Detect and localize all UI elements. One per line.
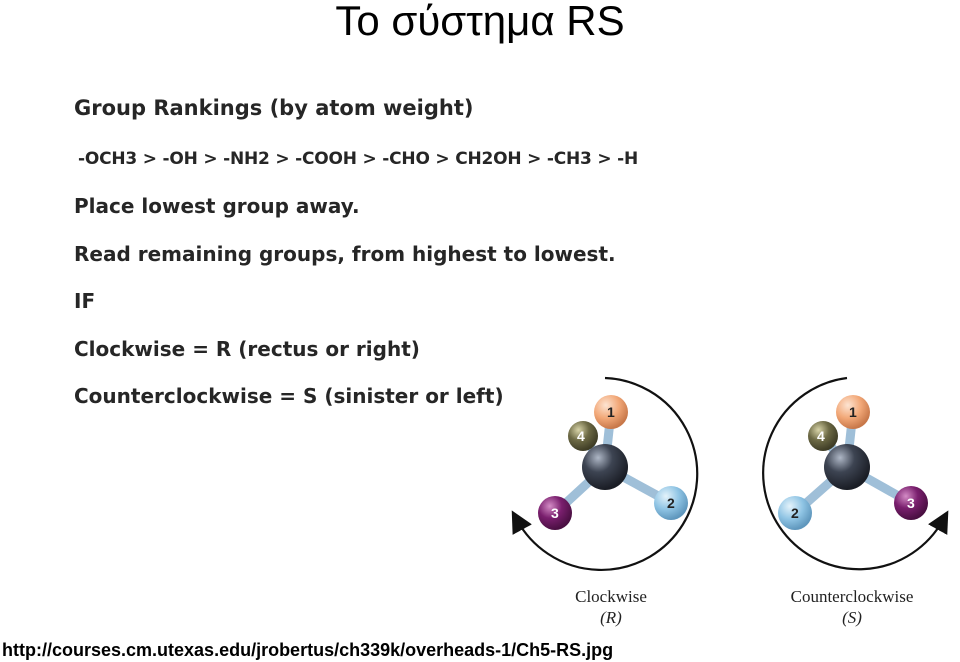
s-symbol: (S) <box>842 608 862 627</box>
atom-1-label: 1 <box>849 404 857 420</box>
source-url: http://courses.cm.utexas.edu/jrobertus/c… <box>2 640 614 660</box>
center-atom <box>582 444 628 490</box>
step-place-lowest: Place lowest group away. <box>74 194 360 218</box>
slide-title: Το σύστημα RS <box>335 0 625 44</box>
atom-3-label: 3 <box>907 495 915 511</box>
molecule-diagram: 4 1 2 3 Clockwise (R) 4 1 3 2 <box>511 376 949 627</box>
clockwise-arrow <box>511 376 699 572</box>
molecule-s: 4 1 3 2 Counterclockwise (S) <box>762 376 949 627</box>
atom-3 <box>538 496 572 530</box>
group-ranking-sequence: -OCH3 > -OH > -NH2 > -COOH > -CHO > CH2O… <box>78 149 639 169</box>
atom-1 <box>594 395 628 429</box>
center-atom <box>824 444 870 490</box>
atom-1-label: 1 <box>607 404 615 420</box>
step-read-remaining: Read remaining groups, from highest to l… <box>74 242 616 266</box>
counterclockwise-caption: Counterclockwise <box>791 587 914 606</box>
atom-4-label: 4 <box>577 428 585 444</box>
counterclockwise-arrow <box>762 376 949 571</box>
atom-2-label: 2 <box>791 505 799 521</box>
atom-4-label: 4 <box>817 428 825 444</box>
r-symbol: (R) <box>600 608 622 627</box>
atom-3 <box>894 486 928 520</box>
atom-4 <box>568 421 598 451</box>
atom-4 <box>808 421 838 451</box>
atom-2 <box>778 496 812 530</box>
counterclockwise-rule: Counterclockwise = S (sinister or left) <box>74 384 504 408</box>
molecule-r: 4 1 2 3 Clockwise (R) <box>511 376 699 627</box>
atom-1 <box>836 395 870 429</box>
if-label: IF <box>74 289 96 313</box>
atom-2 <box>654 486 688 520</box>
rs-configuration-figure: 4 1 2 3 Clockwise (R) 4 1 3 2 <box>505 372 960 634</box>
clockwise-rule: Clockwise = R (rectus or right) <box>74 337 420 361</box>
group-rankings-heading: Group Rankings (by atom weight) <box>74 96 474 120</box>
clockwise-caption: Clockwise <box>575 587 647 606</box>
atom-3-label: 3 <box>551 505 559 521</box>
atom-2-label: 2 <box>667 495 675 511</box>
